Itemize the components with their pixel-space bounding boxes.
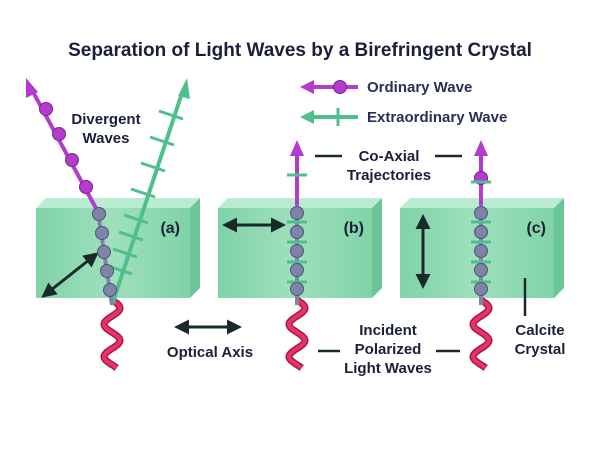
- calcite-label-line2: Crystal: [515, 341, 566, 358]
- incident-label-line2: Polarized: [355, 341, 422, 358]
- diagram-title: Separation of Light Waves by a Birefring…: [68, 40, 532, 61]
- legend-ordinary-swatch: [300, 80, 358, 94]
- optical-axis-label: Optical Axis: [167, 344, 253, 361]
- panel-label-b: (b): [344, 220, 364, 237]
- incident-wave-2: [286, 298, 308, 370]
- incident-wave-1: [101, 298, 123, 370]
- incident-label-line1: Incident: [359, 322, 417, 339]
- panel-c-coaxial-waves: [471, 140, 491, 305]
- legend: Ordinary Wave Extraordinary Wave: [300, 79, 507, 126]
- legend-extraordinary-swatch: [300, 108, 358, 126]
- optical-axis-arrow-a: [41, 252, 99, 298]
- coaxial-label-line2: Trajectories: [347, 167, 431, 184]
- legend-ordinary-label: Ordinary Wave: [367, 79, 472, 96]
- divergent-label-line1: Divergent: [71, 111, 140, 128]
- incident-waves: [100, 297, 493, 371]
- panel-label-a: (a): [160, 220, 180, 237]
- panel-label-c: (c): [526, 220, 546, 237]
- coaxial-label-line1: Co-Axial: [359, 148, 420, 165]
- incident-label-line3: Light Waves: [344, 360, 432, 377]
- calcite-label-line1: Calcite: [515, 322, 564, 339]
- divergent-label-line2: Waves: [83, 130, 130, 147]
- incident-wave-3: [470, 298, 492, 370]
- legend-extraordinary-label: Extraordinary Wave: [367, 109, 507, 126]
- panel-a-ordinary-wave: [26, 78, 117, 306]
- panel-b-coaxial-waves: [287, 140, 307, 305]
